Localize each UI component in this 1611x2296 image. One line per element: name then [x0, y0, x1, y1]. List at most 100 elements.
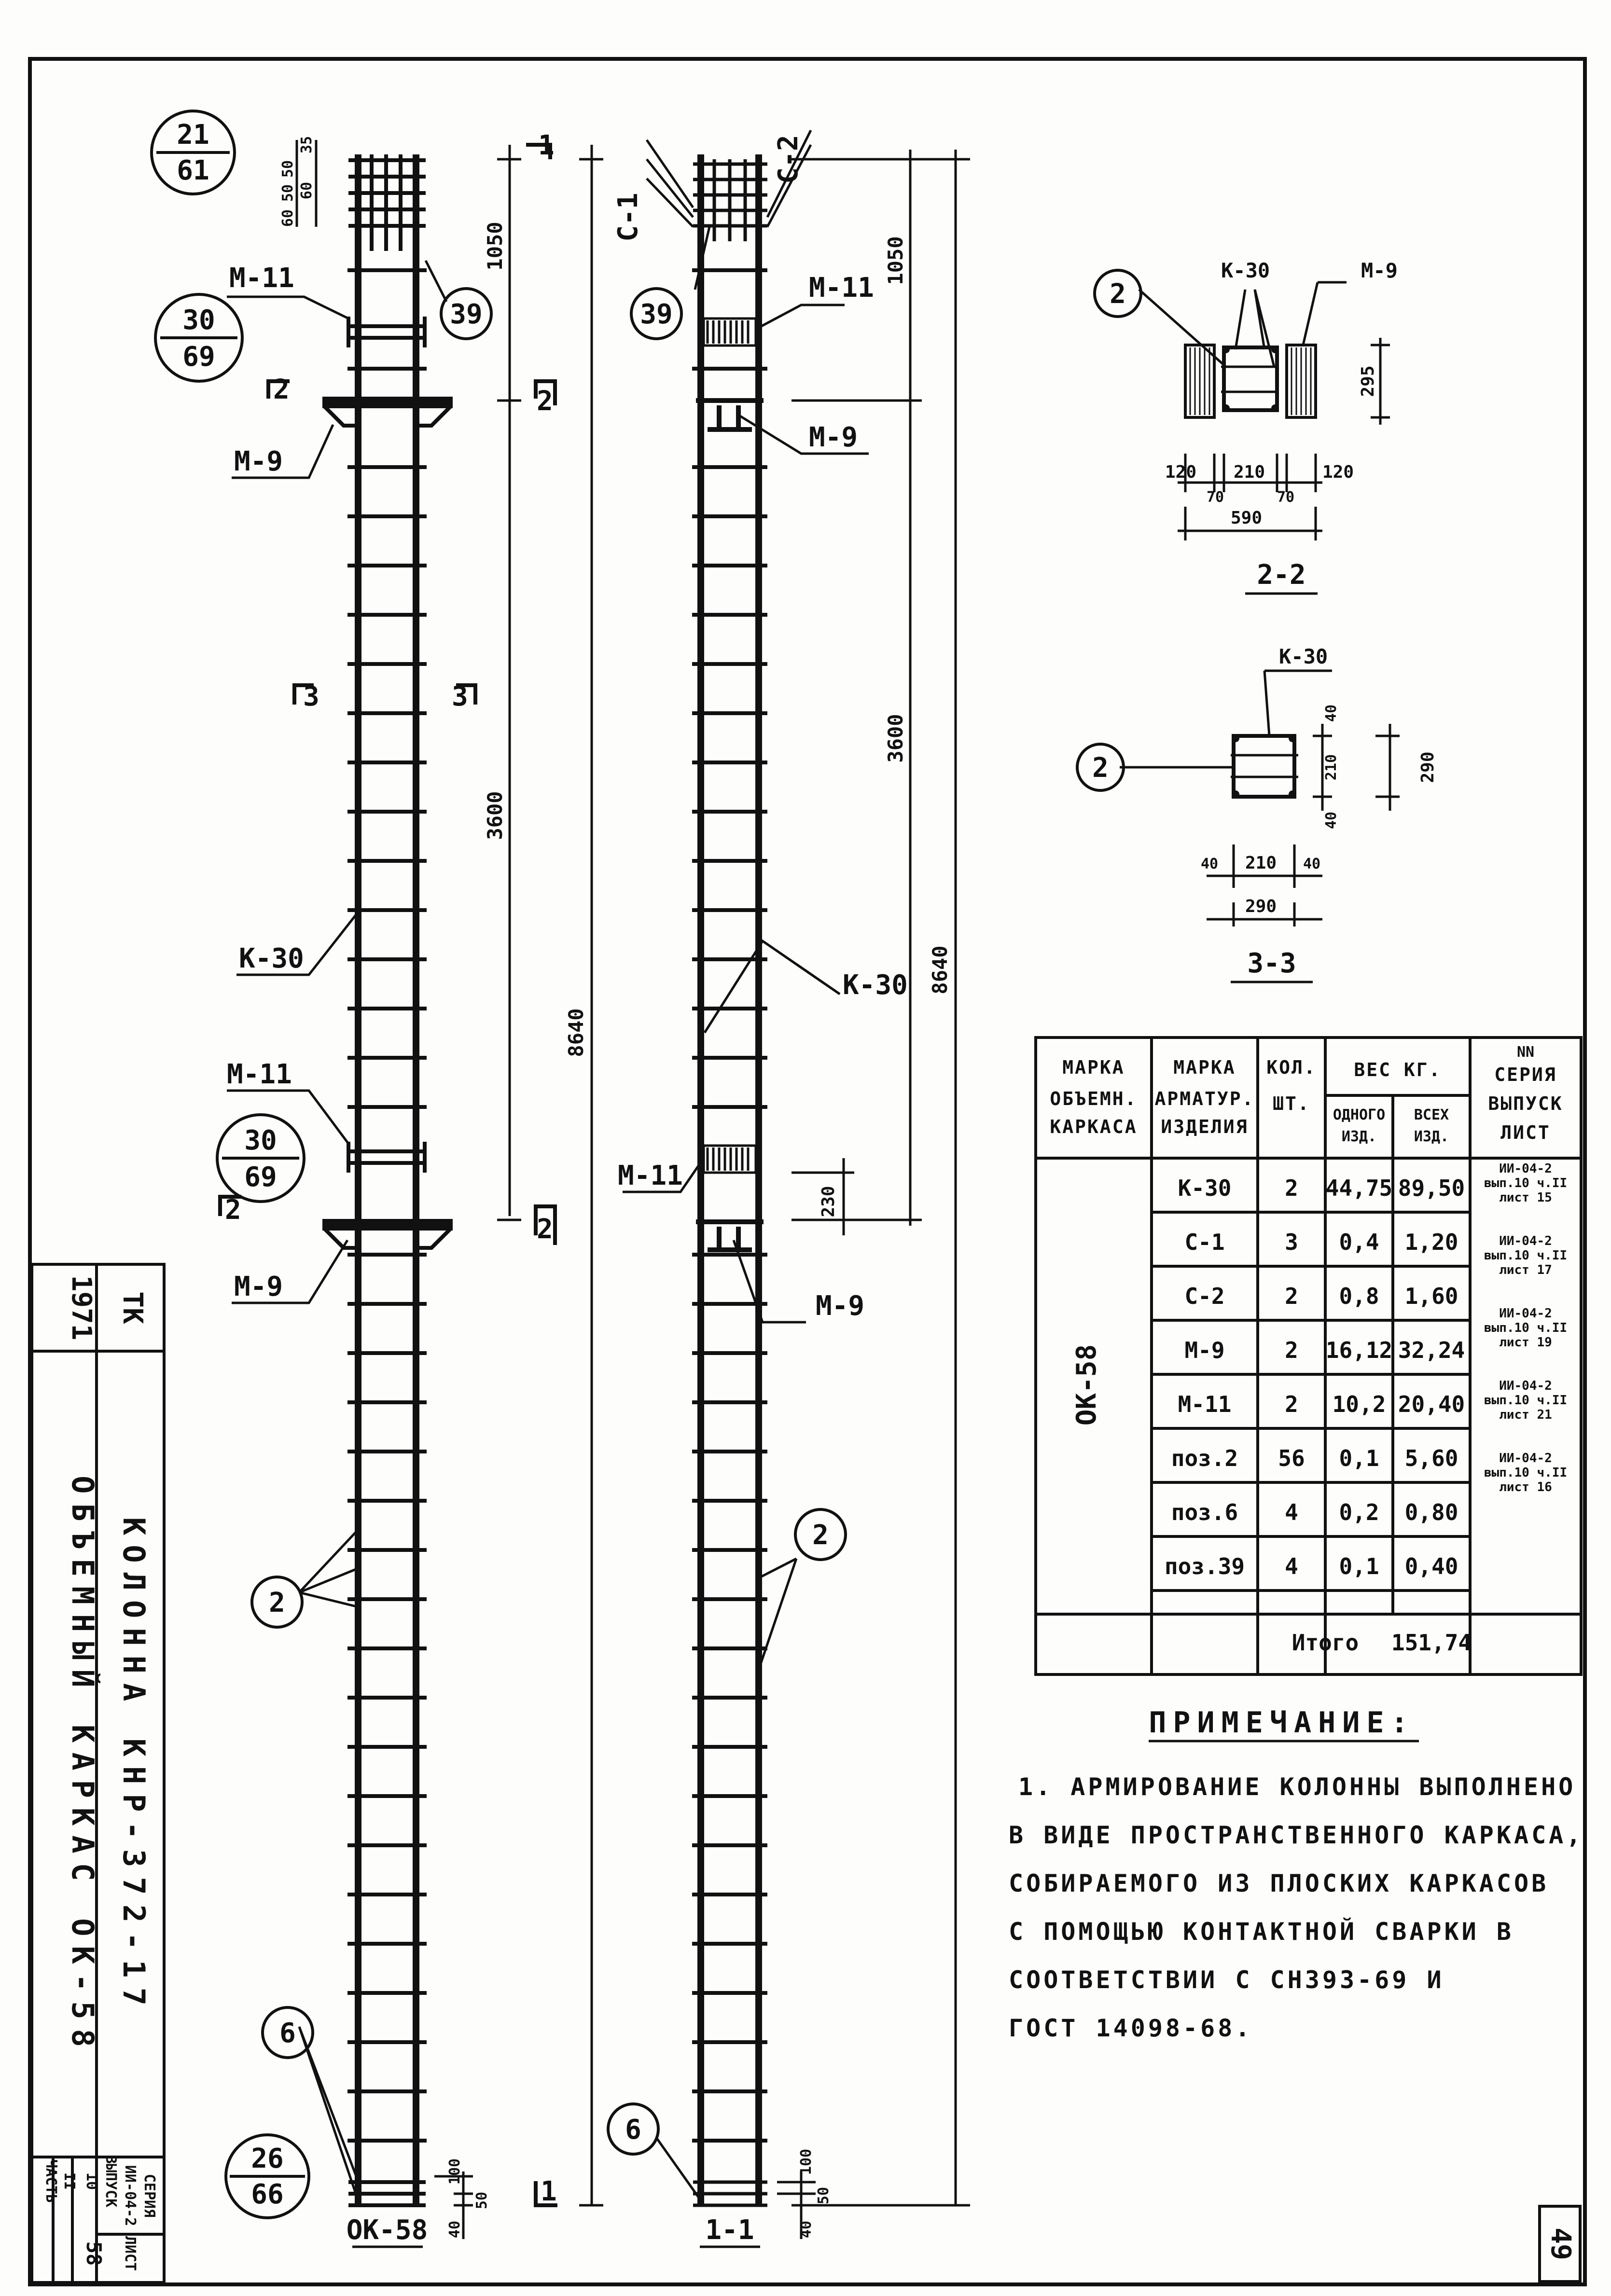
table-cell-one: 0,8: [1339, 1283, 1379, 1309]
table-series-ref: вып.10 ч.II: [1484, 1466, 1567, 1480]
table-series-ref: ИИ-04-2: [1499, 1234, 1552, 1248]
tb-org: ТК: [117, 1291, 148, 1324]
hdr-mark-item-3: ИЗДЕЛИЯ: [1161, 1116, 1248, 1137]
dim-top-35: 35: [298, 136, 315, 153]
table-cell-all: 32,24: [1398, 1337, 1465, 1363]
table-cell-item: поз.39: [1165, 1553, 1245, 1579]
top-bars-39-right: [693, 159, 767, 241]
label-m9-top-left: М-9: [234, 446, 283, 477]
s22-dim-210: 210: [1234, 462, 1265, 482]
section-mark-2-left-b: 2: [225, 1194, 241, 1226]
table-cell-qty: 2: [1285, 1283, 1298, 1309]
s33-label-k30: К-30: [1279, 645, 1328, 668]
s33-callout-2: 2: [1092, 752, 1109, 784]
embedded-m11-mid: [347, 1142, 427, 1173]
spec-table: [1034, 1036, 1583, 1676]
section-mark-3-left: 3: [303, 681, 319, 712]
table-series-ref: вып.10 ч.II: [1484, 1248, 1567, 1263]
table-cell-item: поз.6: [1171, 1499, 1238, 1525]
s33-dim-40b: 40: [1323, 812, 1340, 829]
tb-sheet-label: ЛИСТ: [122, 2236, 139, 2271]
note-line: ГОСТ 14098-68.: [1009, 2014, 1252, 2042]
note-line: СОБИРАЕМОГО ИЗ ПЛОСКИХ КАРКАСОВ: [1009, 1869, 1549, 1897]
table-cell-one: 44,75: [1326, 1175, 1392, 1201]
top-bars-39: [348, 154, 426, 251]
table-series-ref: вып.10 ч.II: [1484, 1393, 1567, 1408]
table-series-ref: ИИ-04-2: [1499, 1451, 1552, 1466]
table-series-ref: лист 21: [1499, 1408, 1552, 1422]
hdr-mark-volume-2: ОБЪЕМН.: [1050, 1088, 1137, 1109]
dim-top-60b: 60: [279, 209, 296, 227]
section-2-2: [1138, 281, 1390, 595]
label-k30-left: К-30: [239, 943, 304, 974]
dim-8640-left: 8640: [564, 1008, 588, 1057]
table-cell-item: С-2: [1184, 1283, 1224, 1309]
section-mark-2-right-b: 2: [537, 1214, 553, 1245]
hdr-mark-item-2: АРМАТУР.: [1154, 1088, 1254, 1109]
table-cell-all: 1,20: [1405, 1229, 1458, 1255]
table-cell-one: 0,4: [1339, 1229, 1379, 1255]
tb-sheet-value: 58: [82, 2241, 106, 2266]
label-m11-mid-left: М-11: [227, 1059, 292, 1090]
s22-caption: 2-2: [1257, 559, 1305, 591]
table-cell-all: 0,40: [1405, 1553, 1458, 1579]
page-number-box: [1538, 2205, 1582, 2283]
callout-6-right: 6: [625, 2114, 641, 2145]
callout-39-left: 39: [450, 299, 482, 330]
table-cell-qty: 4: [1285, 1499, 1298, 1525]
caption-1-1: 1-1: [705, 2214, 754, 2246]
section-cut-marks: [218, 143, 557, 2207]
hdr-mark-volume-1: МАРКА: [1062, 1057, 1125, 1078]
embedded-m9-right-mid: [696, 1219, 764, 1252]
label-m11-top-right: М-11: [809, 272, 874, 304]
table-cell-all: 5,60: [1405, 1445, 1458, 1471]
hdr-weight-one-2: ИЗД.: [1342, 1128, 1376, 1145]
embedded-m9-right-top: [696, 398, 764, 432]
dim-40-left: 40: [446, 2221, 463, 2238]
dim-top-50a: 50: [279, 160, 296, 178]
table-cell-one: 16,12: [1326, 1337, 1392, 1363]
table-cell-item: К-30: [1178, 1175, 1232, 1201]
table-cell-all: 20,40: [1398, 1391, 1465, 1417]
ref-top-num: 21: [177, 119, 209, 151]
table-cell-item: С-1: [1184, 1229, 1224, 1255]
table-volume-mark: ОК-58: [1071, 1344, 1102, 1426]
embedded-m9-top: [322, 397, 453, 428]
label-m9-mid-right: М-9: [816, 1290, 864, 1322]
tb-issue-label: ВЫПУСК: [102, 2155, 119, 2207]
ref-m11-top-num: 30: [182, 304, 215, 336]
table-cell-all: 1,60: [1405, 1283, 1458, 1309]
table-cell-all: 0,80: [1405, 1499, 1458, 1525]
s33-caption: 3-3: [1247, 948, 1296, 979]
reference-circles: [150, 110, 310, 2219]
table-cell-one: 10,2: [1333, 1391, 1386, 1417]
dim-1050-right: 1050: [884, 236, 907, 285]
s22-dim-70b: 70: [1277, 489, 1294, 506]
s33-dim-40r: 40: [1303, 856, 1320, 872]
label-c1: С-1: [612, 193, 644, 241]
s22-label-m9: М-9: [1361, 259, 1398, 282]
caption-ok58: ОК-58: [347, 2214, 428, 2246]
table-cell-one: 0,2: [1339, 1499, 1379, 1525]
s22-dim-70a: 70: [1207, 489, 1224, 506]
table-cell-item: М-11: [1178, 1391, 1232, 1417]
dim-50-right: 50: [815, 2187, 832, 2204]
section-mark-1-top: 1: [538, 130, 555, 161]
section-3-3: [1120, 669, 1400, 983]
title-block: [30, 1263, 166, 2284]
dim-40-right: 40: [798, 2221, 815, 2238]
bottom-bars-6-right: [693, 2180, 767, 2207]
table-series-ref: вып.10 ч.II: [1484, 1321, 1567, 1335]
label-c2: С-2: [773, 135, 804, 183]
s22-dim-295: 295: [1358, 365, 1378, 397]
ref-bottom-num: 26: [251, 2143, 283, 2174]
callout-6-left: 6: [279, 2018, 296, 2049]
embedded-m9-mid: [322, 1219, 453, 1250]
table-cell-qty: 4: [1285, 1553, 1298, 1579]
hdr-series-4: ЛИСТ: [1500, 1122, 1551, 1143]
hdr-weight-all-2: ИЗД.: [1414, 1128, 1449, 1145]
bottom-bars-6: [348, 2180, 426, 2207]
embedded-m11-top: [347, 317, 427, 347]
table-series-ref: лист 17: [1499, 1263, 1552, 1277]
